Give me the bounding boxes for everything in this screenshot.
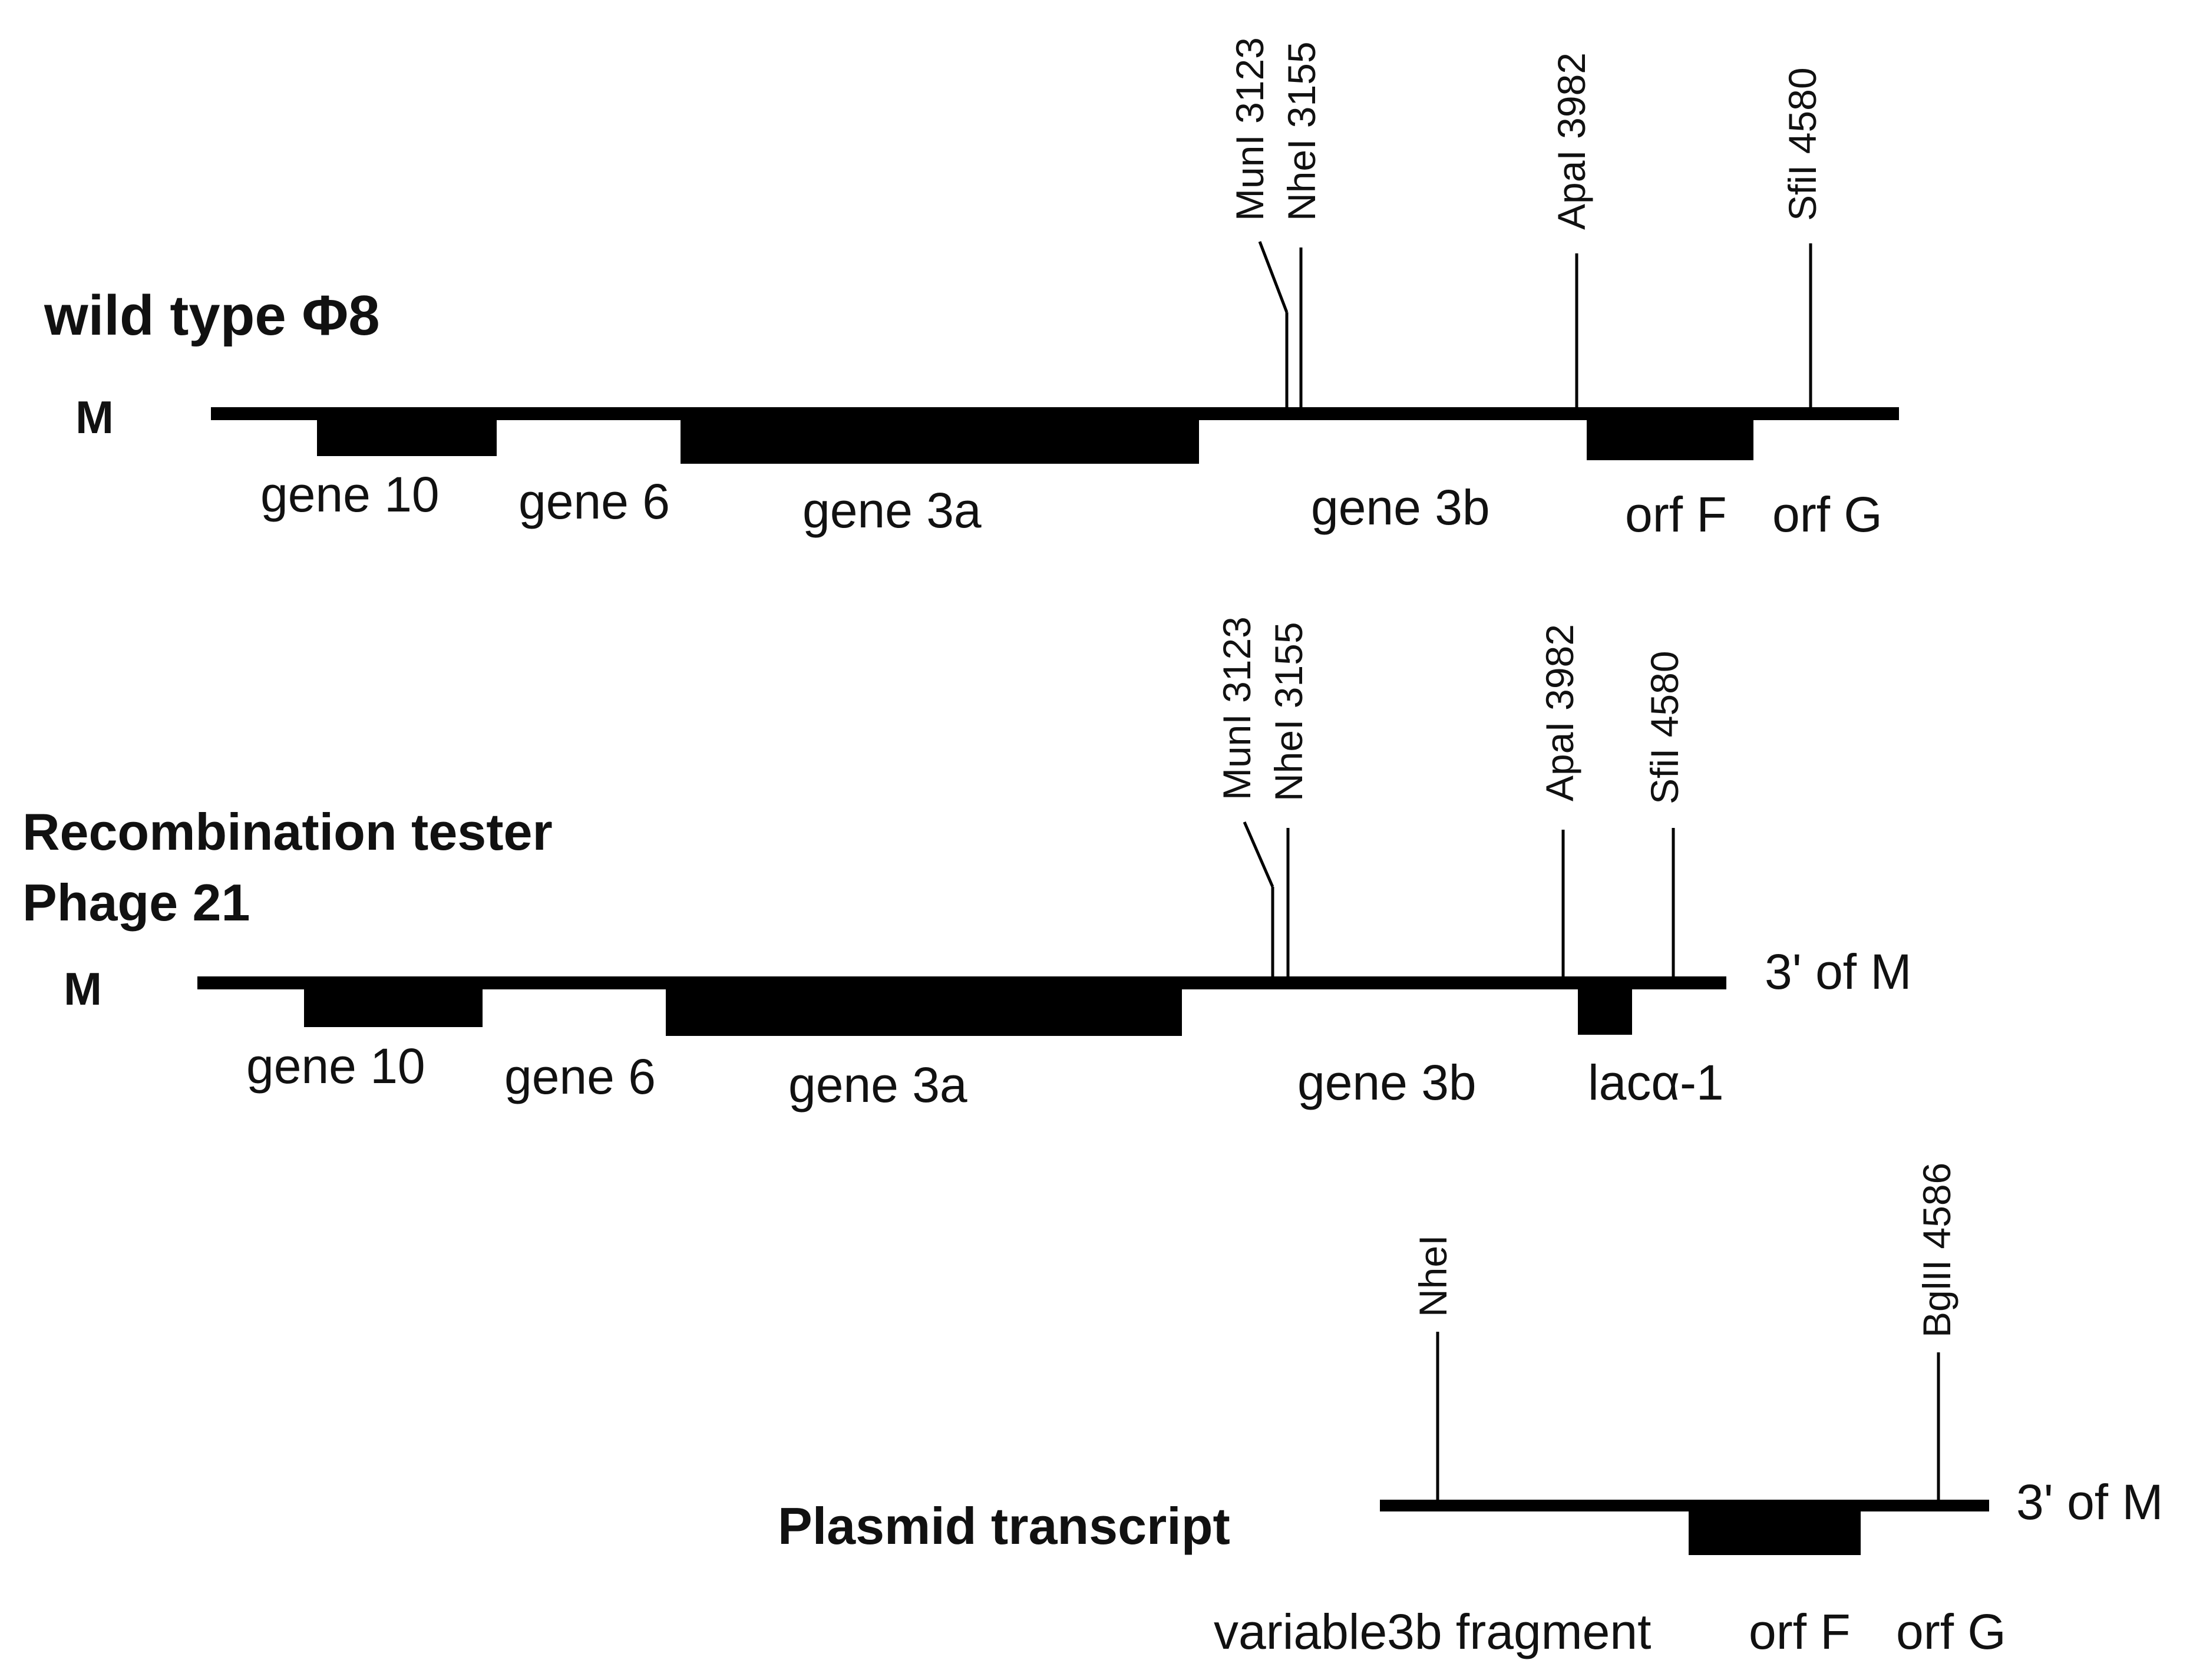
recombination-tester-site-label: NheI 3155 [1267,622,1310,801]
wild-type-gene-label: orf F [1625,487,1727,542]
recombination-tester-gene-label: lacα-1 [1588,1055,1724,1110]
wild-type-gene-3a-block [681,407,1199,464]
recombination-tester-title: Phage 21 [22,873,250,932]
plasmid-transcript-end-label: 3' of M [2016,1474,2163,1530]
plasmid-transcript-gene-label: orf F [1749,1604,1851,1659]
plasmid-transcript-site-label: BglII 4586 [1915,1163,1958,1338]
plasmid-transcript-title: Plasmid transcript [778,1497,1230,1555]
plasmid-transcript-orf-f-block [1689,1506,1861,1555]
recombination-tester-site-label: SfiI 4580 [1643,651,1686,804]
plasmid-transcript-gene-label: variable3b fragment [1214,1604,1651,1659]
plasmid-transcript-gene-label: orf G [1896,1604,2006,1659]
recombination-tester-site-label: MunI 3123 [1215,616,1259,800]
recombination-tester-gene-label: gene 3a [788,1057,967,1113]
wild-type-muni-tick [1258,241,1289,313]
plasmid-transcript-panel: Plasmid transcript NheI BglII 4586 3' of… [778,1163,2163,1659]
recombination-tester-gene-label: gene 3b [1297,1055,1477,1110]
recombination-tester-m-label: M [64,963,102,1015]
wild-type-site-label: SfiI 4580 [1781,67,1824,221]
wild-type-site-label: MunI 3123 [1228,37,1271,221]
recombination-tester-muni-tick [1243,821,1274,887]
wild-type-gene-label: gene 3a [802,483,982,538]
wild-type-site-label: NheI 3155 [1280,41,1323,221]
wild-type-gene-label: gene 10 [260,467,440,522]
plasmid-transcript-site-label: NheI [1411,1235,1455,1317]
wild-type-title: wild type Φ8 [44,284,380,347]
wild-type-orf-f-block [1587,407,1753,460]
recombination-tester-panel: Recombination tester Phage 21 M MunI 312… [22,616,1911,1113]
recombination-tester-lac-block [1578,976,1632,1035]
wild-type-gene-label: gene 3b [1311,480,1490,535]
recombination-tester-title: Recombination tester [22,803,553,861]
wild-type-site-label: ApaI 3982 [1550,52,1593,230]
wild-type-gene-label: gene 6 [518,474,670,529]
wild-type-panel: wild type Φ8 M MunI 3123 NheI 3155 ApaI … [44,37,1899,542]
recombination-tester-gene-label: gene 6 [504,1049,656,1104]
recombination-tester-gene-label: gene 10 [246,1038,425,1094]
wild-type-gene-label: orf G [1772,487,1882,542]
wild-type-gene-10-block [317,407,497,456]
wild-type-m-label: M [75,391,114,443]
plasmid-transcript-genome-line [1380,1500,1989,1511]
recombination-tester-end-label: 3' of M [1765,944,1911,999]
recombination-tester-gene-3a-block [666,976,1182,1036]
recombination-tester-site-label: ApaI 3982 [1538,624,1581,801]
recombination-tester-gene-10-block [304,976,483,1027]
